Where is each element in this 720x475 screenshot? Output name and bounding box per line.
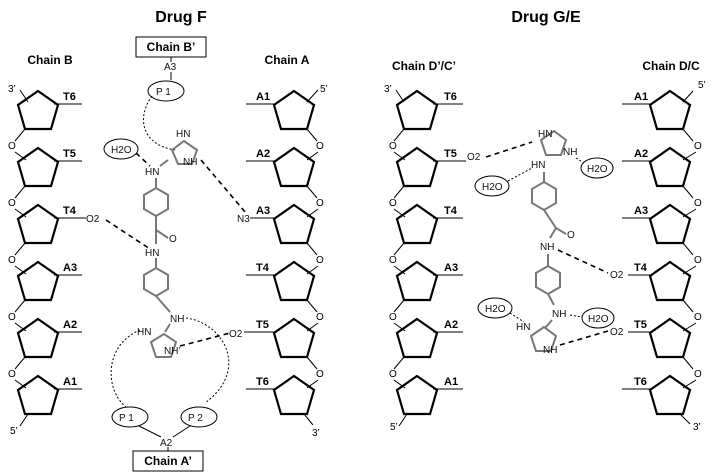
nuc-dcp-3: T4 (444, 205, 458, 217)
nuc-a-1: A1 (256, 91, 270, 103)
water-ge-left-bottom: H2O (485, 304, 506, 315)
atom-o: O (694, 198, 702, 209)
ellipse-p1-top: P 1 (156, 87, 171, 98)
atom-hn-ge-top2: HN (531, 160, 545, 171)
atom-o: O (8, 255, 16, 266)
atom-o: O (316, 369, 324, 380)
strand-chain-b: 3’ T6 O T5 O T4 O2 O A3 O A2 O A1 (8, 84, 100, 437)
atom-o: O (8, 312, 16, 323)
title-drug-f: Drug F (155, 9, 207, 26)
atom-o: O (389, 198, 397, 209)
nuc-dcp-2: T5 (444, 148, 457, 160)
nuc-dcp-4: A3 (444, 262, 458, 274)
end-5prime-dc: 5’ (698, 80, 706, 91)
nuc-a-6: T6 (256, 376, 269, 388)
nuc-dc-1: A1 (634, 91, 648, 103)
nuc-b-5: A2 (63, 319, 77, 331)
label-chain-a-prime: Chain A’ (144, 454, 192, 468)
nuc-dc-4: T4 (634, 262, 648, 274)
atom-hn-ge-top1: HN (538, 129, 552, 140)
atom-o: O (389, 369, 397, 380)
atom-o2-dc-t4: O2 (610, 270, 624, 281)
atom-o: O (8, 198, 16, 209)
atom-nh-ge-bottom: NH (543, 345, 557, 356)
water-ge-right-bottom: H2O (588, 314, 609, 325)
atom-o: O (389, 255, 397, 266)
atom-o2-a-t5: O2 (229, 329, 243, 340)
nuc-dcp-1: T6 (444, 91, 457, 103)
nuc-b-2: T5 (63, 148, 76, 160)
water-ge-left-top: H2O (482, 182, 503, 193)
end-5prime-a: 5’ (320, 84, 328, 95)
atom-o: O (694, 141, 702, 152)
atom-nh-ge-mid: NH (540, 242, 554, 253)
label-chain-dc-prime: Chain D’/C’ (392, 59, 456, 73)
nuc-b-6: A1 (63, 376, 77, 388)
atom-o: O (169, 234, 177, 245)
drug-f-molecule: A3 P 1 HN NH H2O HN O HN NH HN NH’ (103, 57, 247, 451)
water-left-top: H2O (111, 145, 132, 156)
nuc-b-4: A3 (63, 262, 77, 274)
atom-o2-dcp-t5: O2 (467, 152, 481, 163)
water-ge-right-top: H2O (587, 164, 608, 175)
nuc-dc-3: A3 (634, 205, 648, 217)
nuc-dc-6: T6 (634, 376, 647, 388)
nuc-b-3: T4 (63, 205, 77, 217)
nuc-dc-2: A2 (634, 148, 648, 160)
end-5prime-dcp: 5’ (390, 422, 398, 433)
atom-o: O (694, 369, 702, 380)
atom-hn-ge-bottom: HN (516, 322, 530, 333)
label-chain-b: Chain B (27, 53, 73, 67)
end-3prime-dcp: 3’ (384, 84, 392, 95)
atom-o2-dc-t5: O2 (610, 327, 624, 338)
atom-hn-top1: HN (176, 129, 190, 140)
atom-o: O (316, 312, 324, 323)
atom-nh-prime-bottom: NH’ (164, 346, 181, 357)
nuc-dcp-5: A2 (444, 319, 458, 331)
end-5prime-b: 5’ (10, 426, 18, 437)
label-chain-dc: Chain D/C (642, 59, 700, 73)
end-3prime-b: 3’ (8, 84, 16, 95)
atom-o: O (694, 255, 702, 266)
nuc-a-3: A3 (256, 205, 270, 217)
atom-o: O (567, 230, 575, 241)
title-drug-ge: Drug G/E (511, 9, 581, 26)
nuc-a-2: A2 (256, 148, 270, 160)
label-chain-b-prime: Chain B’ (147, 40, 196, 54)
ellipse-p2-bottom: P 2 (188, 413, 203, 424)
strand-chain-dc-prime: 3’ T6 O T5 O2 O T4 O A3 O A2 O A1 (384, 84, 481, 433)
atom-hn-bottom: HN (137, 327, 151, 338)
nuc-dcp-6: A1 (444, 376, 458, 388)
atom-a2-bottom: A2 (160, 438, 173, 449)
atom-nh-ge-top: NH (563, 147, 577, 158)
atom-nh-lower: NH (170, 314, 184, 325)
atom-hn-top2: HN (145, 167, 159, 178)
atom-a3-top: A3 (164, 62, 177, 73)
end-3prime-a: 3’ (312, 428, 320, 439)
atom-nh-ge-lower: NH (552, 309, 566, 320)
strand-chain-a: A1 5’ O A2 O A3 N3 O T4 O T5 O2 O T6 (229, 84, 328, 439)
ellipse-p1-bottom: P 1 (119, 413, 134, 424)
nuc-b-1: T6 (63, 91, 76, 103)
atom-hn-mid: HN (145, 248, 159, 259)
atom-o: O (316, 198, 324, 209)
strand-chain-dc: A1 5’ O A2 O A3 O T4 O2 O T5 O2 O T6 (610, 80, 706, 433)
atom-o: O (389, 141, 397, 152)
drug-ge-molecule: HN NH HN H2O H2O O NH NH H2O H2O HN NH (474, 129, 615, 356)
end-3prime-dc: 3’ (693, 422, 701, 433)
nuc-a-5: T5 (256, 319, 269, 331)
atom-nh-top: NH (183, 157, 197, 168)
atom-o: O (8, 369, 16, 380)
atom-n3-a-a3: N3 (237, 214, 250, 225)
atom-o: O (389, 312, 397, 323)
atom-o2-b-t4: O2 (86, 214, 100, 225)
nuc-dc-5: T5 (634, 319, 647, 331)
label-chain-a: Chain A (265, 53, 310, 67)
atom-o: O (316, 141, 324, 152)
atom-o: O (694, 312, 702, 323)
atom-o: O (316, 255, 324, 266)
nuc-a-4: T4 (256, 262, 270, 274)
atom-o: O (8, 141, 16, 152)
